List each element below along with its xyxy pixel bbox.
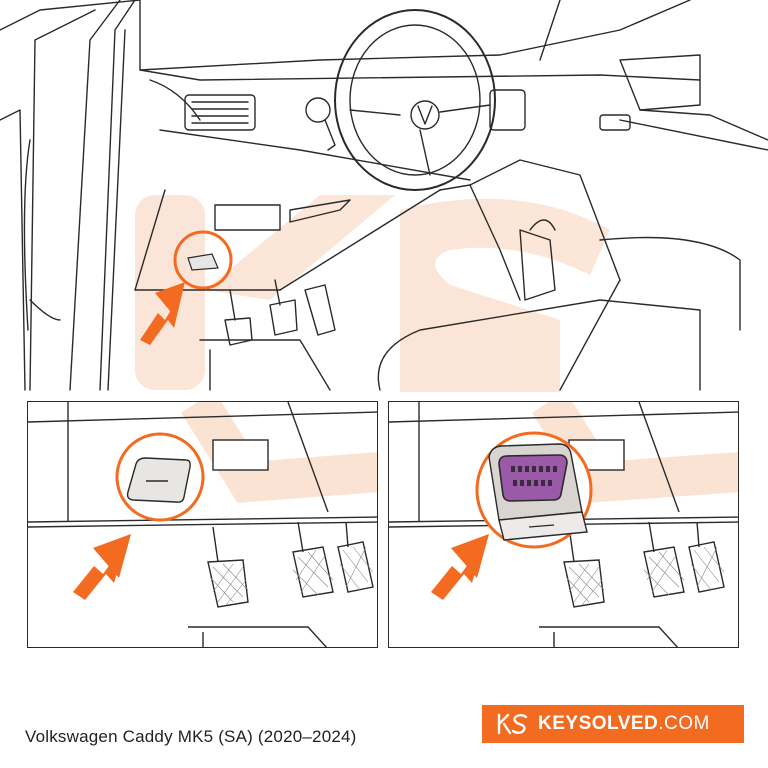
cover-closed-illustration [28,402,377,647]
obd-port-icon [498,454,568,502]
watermark-logo [135,195,610,392]
detail-panel-port-exposed [388,401,739,648]
main-illustration [0,0,768,392]
vehicle-caption: Volkswagen Caddy MK5 (SA) (2020–2024) [25,727,357,746]
port-exposed-illustration [389,402,738,647]
brand-name: KEYSOLVED [538,713,659,734]
brand-badge: KEYSOLVED.COM [482,705,744,743]
arrow-pointer-icon [73,534,131,600]
brand-tld: .COM [658,713,710,734]
arrow-pointer-icon [140,282,185,345]
arrow-pointer-icon [431,534,489,600]
obd-location-highlight [173,230,233,290]
detail-panel-cover-closed [27,401,378,648]
ks-logo-icon [497,713,528,735]
